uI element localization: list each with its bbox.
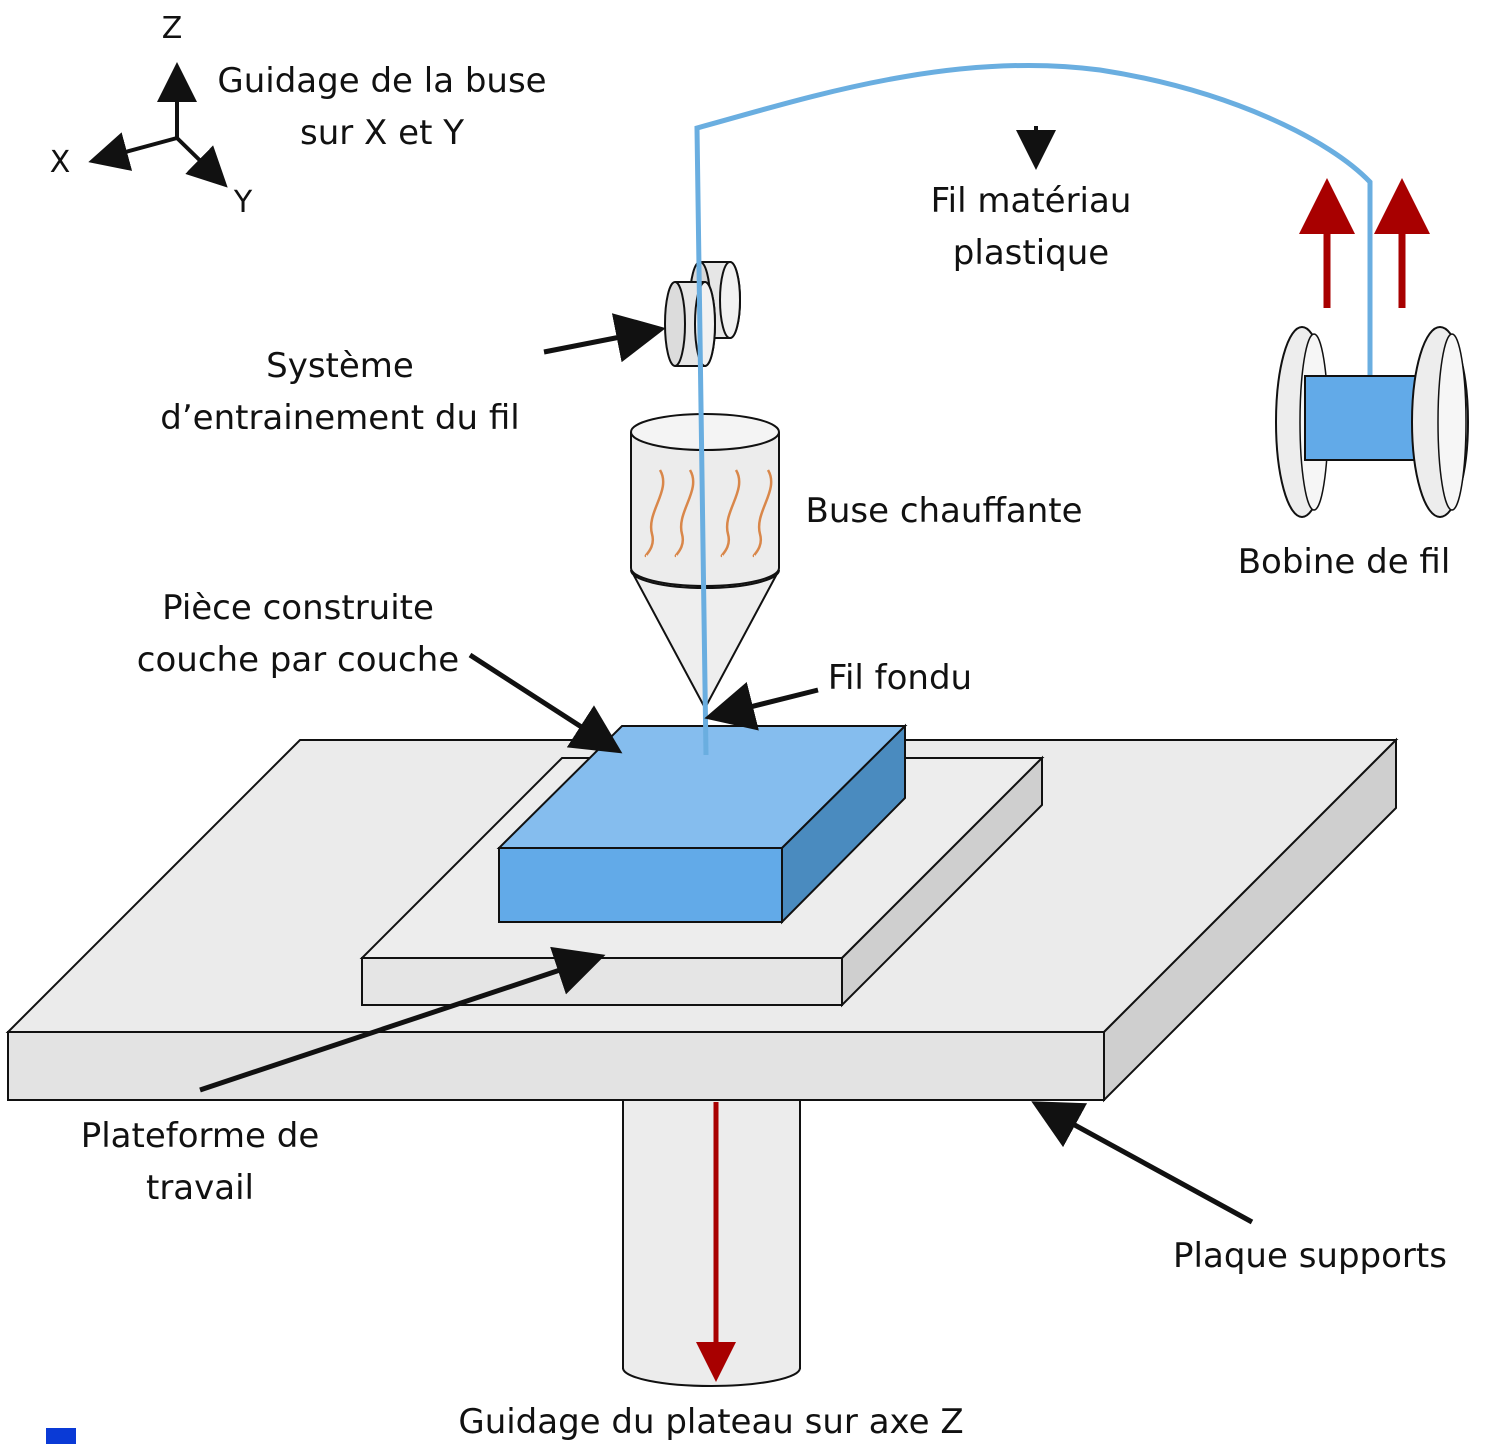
label-bobine: Bobine de fil: [1238, 542, 1451, 582]
label-guidage-buse-2: sur X et Y: [300, 113, 464, 153]
built-part: [496, 723, 908, 925]
label-plateforme-2: travail: [146, 1168, 254, 1208]
x-axis-label: X: [50, 145, 71, 180]
label-guidage-buse-1: Guidage de la buse: [217, 61, 546, 101]
part-arrow: [468, 652, 623, 754]
label-systeme-2: d’entrainement du fil: [160, 398, 519, 438]
label-buse: Buse chauffante: [806, 491, 1083, 531]
melted-filament-arrow: [704, 682, 819, 731]
label-fil-materiau-1: Fil matériau: [931, 181, 1132, 221]
axes-triad: Z X Y: [50, 11, 253, 220]
drive-system-arrow: [543, 313, 666, 363]
logo-mark: [46, 1428, 76, 1444]
label-piece-2: couche par couche: [137, 640, 459, 680]
label-piece-1: Pièce construite: [162, 588, 434, 628]
label-fil-fondu: Fil fondu: [828, 658, 972, 698]
filament-line: [694, 62, 1373, 756]
z-column: [622, 1099, 801, 1387]
filament-spool: [1275, 178, 1469, 518]
label-guidage-plateau: Guidage du plateau sur axe Z: [458, 1402, 963, 1442]
label-plaque: Plaque supports: [1173, 1236, 1447, 1276]
plate-arrow: [1031, 1101, 1254, 1225]
y-axis-label: Y: [233, 185, 253, 220]
labels: Guidage de la buse sur X et Y Fil matéri…: [81, 61, 1451, 1442]
pointer-arrows: [199, 126, 1254, 1225]
label-plateforme-1: Plateforme de: [81, 1116, 320, 1156]
label-fil-materiau-2: plastique: [953, 233, 1109, 273]
z-axis-label: Z: [162, 11, 183, 46]
platform-arrow: [199, 946, 606, 1093]
label-systeme-1: Système: [266, 346, 414, 386]
